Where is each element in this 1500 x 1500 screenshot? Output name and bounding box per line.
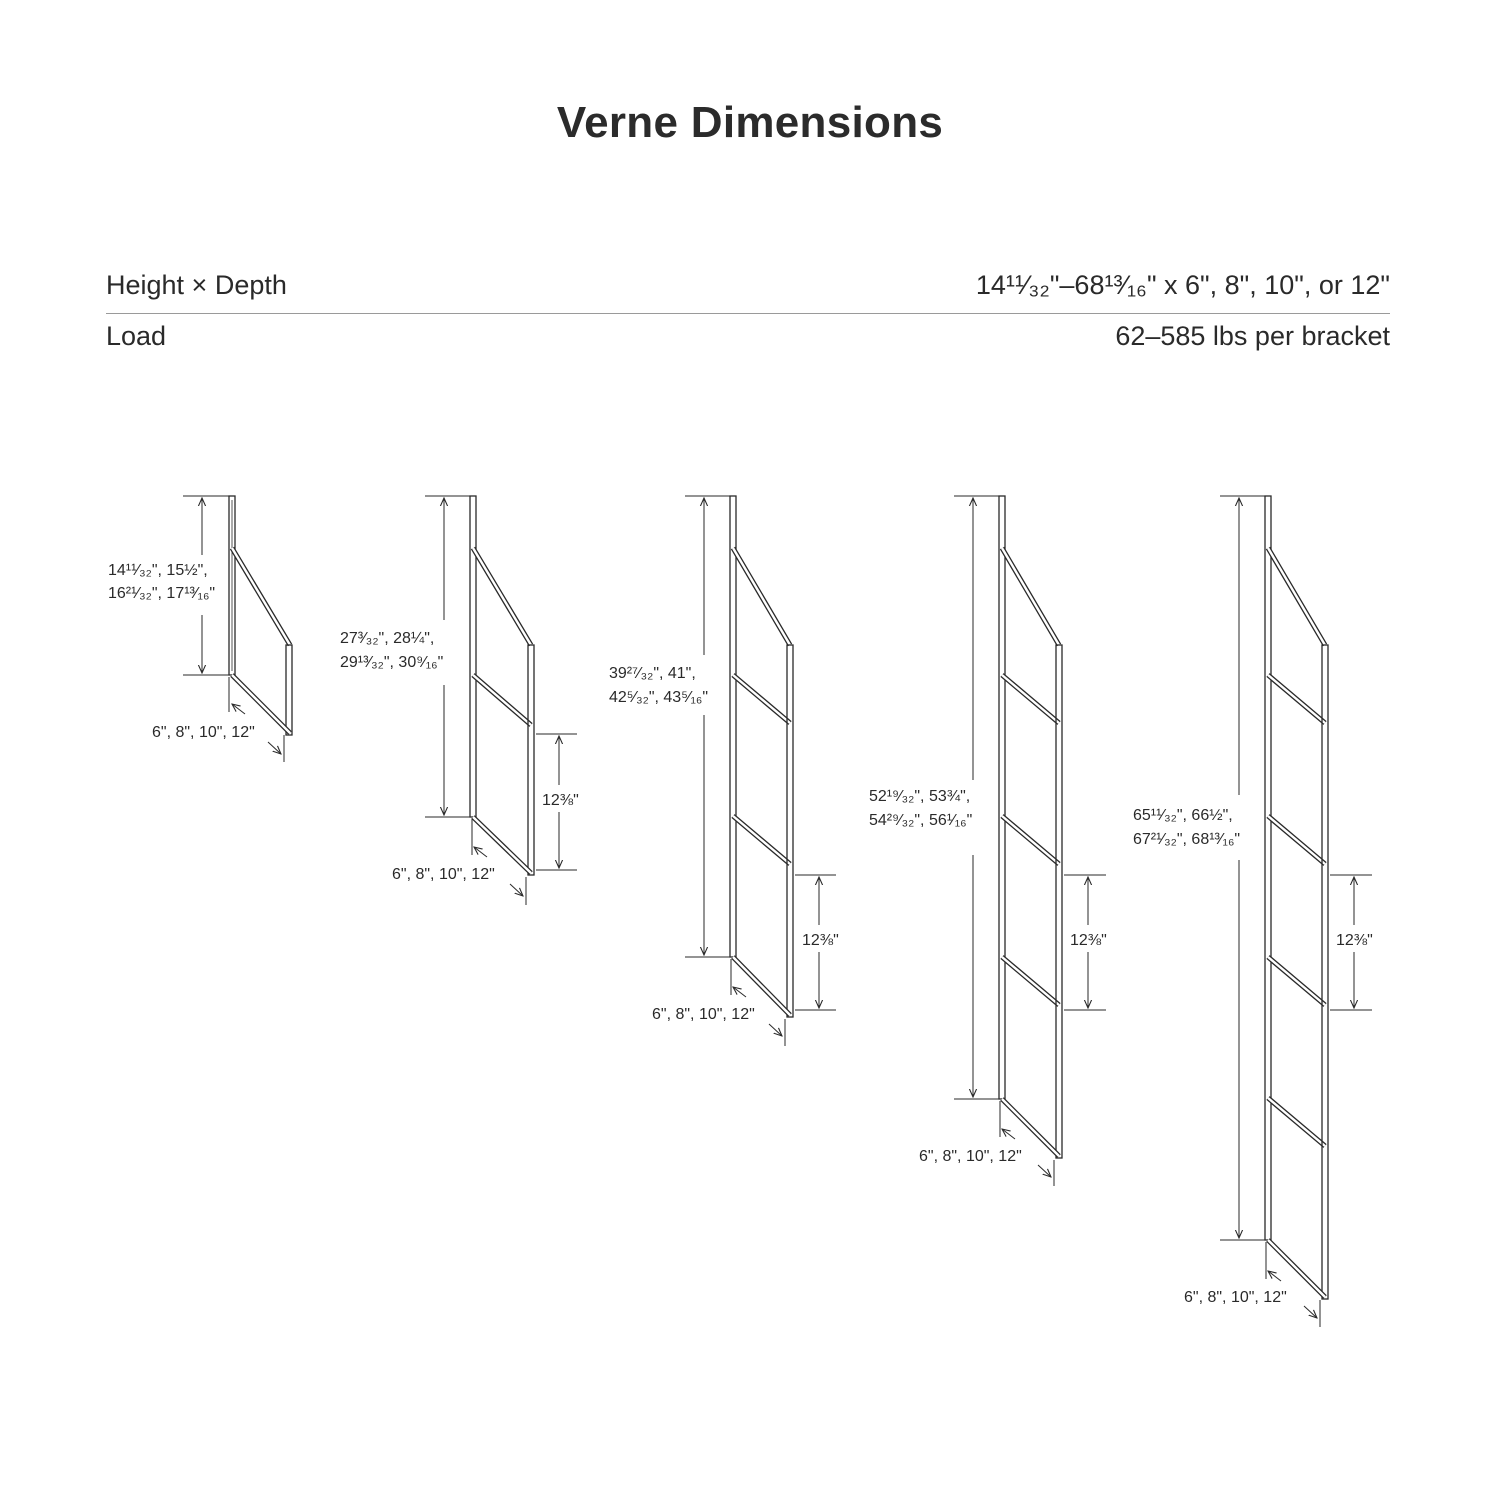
bracket-2-height-label-2: 29¹³⁄₃₂", 30⁹⁄₁₆" (340, 654, 443, 671)
page-title: Verne Dimensions (556, 98, 944, 147)
bracket-3 (685, 495, 836, 1046)
spec-value: 62–585 lbs per bracket (1115, 321, 1390, 351)
bracket-1-depth-label: 6", 8", 10", 12" (152, 724, 255, 741)
bracket-2 (425, 495, 577, 905)
bracket-3-height-label-2: 42⁵⁄₃₂", 43⁵⁄₁₆" (609, 689, 708, 706)
spec-row-load: Load 62–585 lbs per bracket (106, 321, 1390, 361)
bracket-5-height-label: 65¹¹⁄₃₂", 66½", (1133, 807, 1233, 824)
bracket-1-height-label-2: 16²¹⁄₃₂", 17¹³⁄₁₆" (108, 585, 215, 602)
spec-label: Height × Depth (106, 270, 287, 300)
divider (106, 313, 1390, 314)
bracket-2-height-label: 27³⁄₃₂", 28¼", (340, 630, 434, 647)
bracket-2-depth-label: 6", 8", 10", 12" (392, 866, 495, 883)
bracket-3-height-label: 39²⁷⁄₃₂", 41", (609, 665, 696, 682)
bracket-3-spacing-label: 12⅜" (802, 932, 839, 949)
bracket-1-height-label: 14¹¹⁄₃₂", 15½", (108, 562, 208, 579)
bracket-4-depth-label: 6", 8", 10", 12" (919, 1148, 1022, 1165)
bracket-4-spacing-label: 12⅜" (1070, 932, 1107, 949)
bracket-5-depth-label: 6", 8", 10", 12" (1184, 1289, 1287, 1306)
bracket-2-spacing-label: 12⅜" (542, 792, 579, 809)
bracket-5-height-label-2: 67²¹⁄₃₂", 68¹³⁄₁₆" (1133, 831, 1240, 848)
bracket-4-height-label-2: 54²⁹⁄₃₂", 56¹⁄₁₆" (869, 812, 972, 829)
bracket-5 (1220, 495, 1372, 1327)
bracket-1 (183, 495, 293, 762)
spec-value: 14¹¹⁄₃₂"–68¹³⁄₁₆" x 6", 8", 10", or 12" (975, 270, 1390, 300)
spec-row-height-depth: Height × Depth 14¹¹⁄₃₂"–68¹³⁄₁₆" x 6", 8… (106, 270, 1390, 310)
bracket-3-depth-label: 6", 8", 10", 12" (652, 1006, 755, 1023)
spec-label: Load (106, 321, 167, 351)
bracket-5-spacing-label: 12⅜" (1336, 932, 1373, 949)
bracket-4 (954, 495, 1106, 1186)
bracket-4-height-label: 52¹⁹⁄₃₂", 53¾", (869, 788, 970, 805)
